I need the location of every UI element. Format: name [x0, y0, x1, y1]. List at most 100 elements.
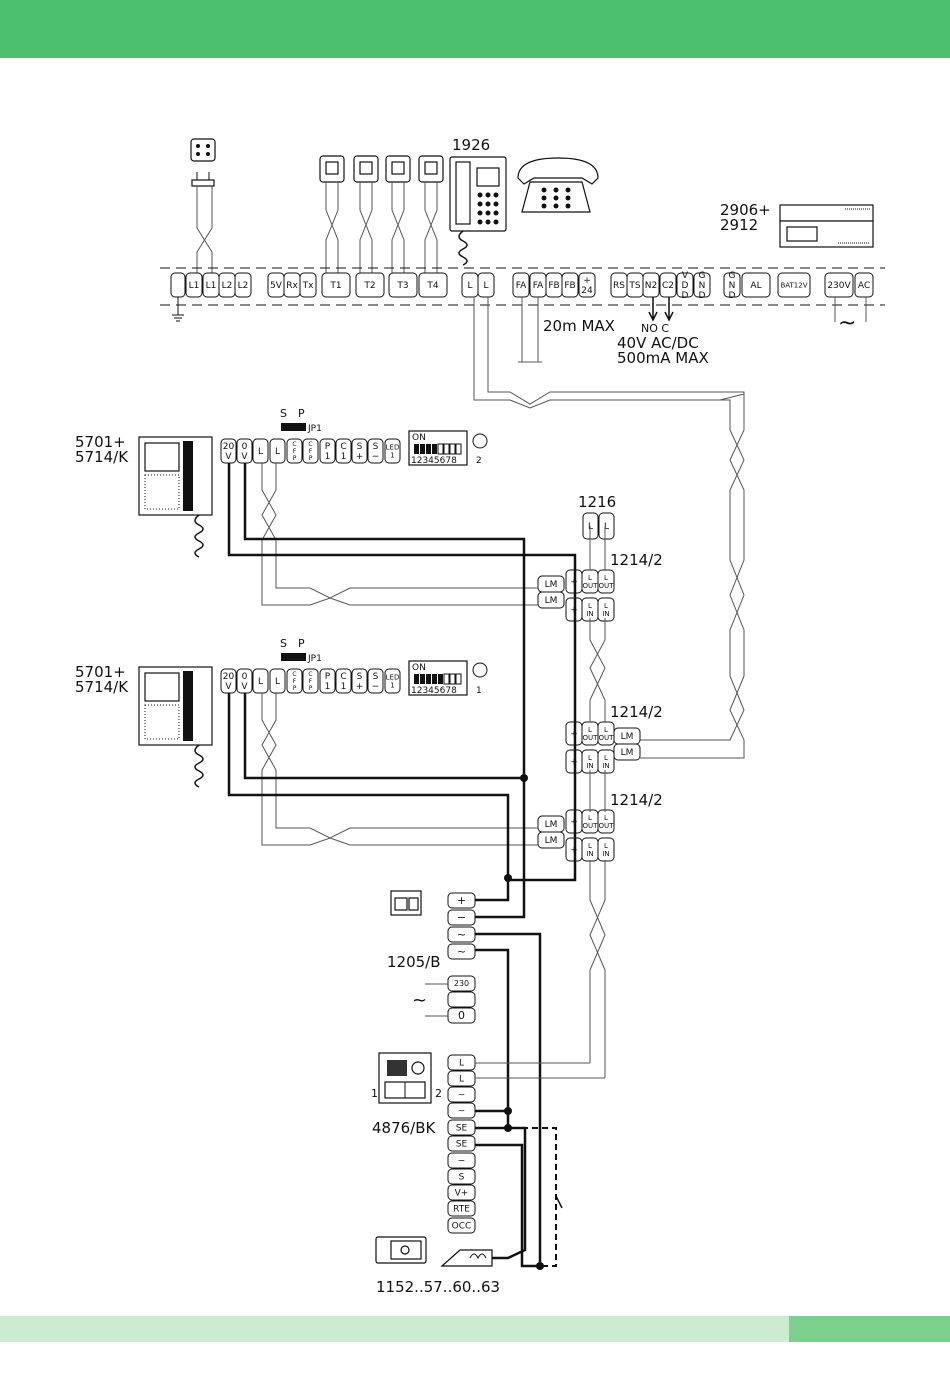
svg-text:D: D	[682, 291, 689, 301]
svg-text:5V: 5V	[270, 281, 283, 291]
svg-text:L: L	[275, 447, 280, 457]
svg-text:AC: AC	[858, 281, 870, 291]
svg-text:0: 0	[242, 672, 248, 682]
terminal-fb-15: FB	[545, 272, 563, 298]
mon-terminal-2: L	[252, 438, 269, 464]
ac-symbol: ~	[838, 311, 856, 336]
svg-text:L: L	[604, 522, 609, 532]
svg-text:230V: 230V	[827, 281, 851, 291]
splitter-lin-b: LIN	[597, 597, 615, 622]
svg-text:P: P	[309, 685, 313, 692]
svg-text:AL: AL	[750, 281, 761, 291]
svg-text:P: P	[325, 442, 331, 452]
label-monitor1-a: 5701+	[75, 433, 126, 451]
svg-text:S: S	[357, 672, 363, 682]
mon-terminal-7: C1	[335, 668, 352, 694]
svg-text:L: L	[483, 281, 488, 291]
panel-left: 1	[371, 1087, 378, 1100]
mon-terminal-1: 0V	[236, 668, 253, 694]
mon-terminal-5: CFP	[302, 438, 319, 464]
svg-text:T1: T1	[329, 281, 341, 291]
svg-text:C: C	[340, 442, 346, 452]
svg-text:+: +	[583, 276, 591, 286]
terminal-t1-7: T1	[321, 272, 351, 298]
label-20m: 20m MAX	[543, 317, 615, 335]
svg-text:+: +	[457, 894, 466, 907]
svg-text:V: V	[241, 682, 248, 692]
svg-text:1: 1	[325, 452, 331, 462]
panel-right: 2	[435, 1087, 442, 1100]
terminal-l-11: L	[461, 272, 479, 298]
svg-text:LM: LM	[545, 580, 558, 590]
splitter-lin-b: LIN	[597, 749, 615, 774]
svg-text:V: V	[241, 452, 248, 462]
svg-text:P: P	[293, 455, 297, 462]
dip1-index: 2	[476, 456, 482, 466]
terminal-230v-27: 230V	[824, 272, 854, 298]
panel-terminal-2: ~	[447, 1086, 476, 1103]
mon-terminal-6: P1	[319, 438, 336, 464]
label-splitter-2: 1214/2	[610, 703, 663, 721]
svg-text:N: N	[699, 281, 706, 291]
label-lock: 1152..57..60..63	[376, 1278, 500, 1296]
svg-text:FB: FB	[564, 281, 575, 291]
splitter-lin-a: LIN	[581, 749, 599, 774]
mon-terminal-2: L	[252, 668, 269, 694]
svg-text:1: 1	[341, 452, 347, 462]
terminal-rx-5: Rx	[283, 272, 301, 298]
psu-terminal-3: ~	[447, 943, 476, 960]
terminal-l-12: L	[477, 272, 495, 298]
label-2906: 2906+	[720, 201, 771, 219]
label-monitor2-a: 5701+	[75, 663, 126, 681]
panel-terminal-1: L	[447, 1070, 476, 1087]
svg-text:OCC: OCC	[452, 1222, 472, 1232]
svg-text:0: 0	[458, 1009, 465, 1022]
svg-text:L2: L2	[238, 281, 249, 291]
mon-terminal-7: C1	[335, 438, 352, 464]
door-panel-icon	[378, 1052, 432, 1104]
mon-terminal-8: S+	[351, 668, 368, 694]
psu-terminal-2: ~	[447, 926, 476, 943]
dip2-numbers: 12345678	[411, 686, 457, 696]
svg-text:OUT: OUT	[599, 582, 615, 590]
label-2912: 2912	[720, 216, 758, 234]
distributor-l-2: L	[598, 512, 615, 540]
jumper-1-icon	[281, 423, 306, 431]
panel-terminal-6: −	[447, 1152, 476, 1169]
label-500ma: 500mA MAX	[617, 349, 709, 367]
svg-text:BAT12V: BAT12V	[780, 281, 807, 289]
terminal-tx-6: Tx	[299, 272, 317, 298]
mon-terminal-4: CFP	[286, 438, 303, 464]
svg-text:F: F	[293, 448, 297, 455]
svg-text:S: S	[373, 672, 379, 682]
svg-text:F: F	[293, 678, 297, 685]
panel-terminal-7: S	[447, 1168, 476, 1185]
psu-terminal-6: 0	[447, 1007, 476, 1024]
terminal-24-17: +24	[578, 272, 596, 298]
jumper-p-1: P	[298, 407, 305, 420]
terminal-fa-14: FA	[529, 272, 547, 298]
svg-text:OUT: OUT	[583, 582, 599, 590]
terminal-fa-13: FA	[512, 272, 530, 298]
jumper-name-2: JP1	[307, 654, 322, 664]
svg-text:L: L	[588, 814, 592, 822]
phone-socket-icon	[319, 155, 444, 183]
mon-terminal-9: S−	[367, 438, 384, 464]
svg-text:IN: IN	[586, 762, 593, 770]
mon-terminal-3: L	[269, 438, 286, 464]
svg-text:P: P	[293, 685, 297, 692]
splitter-lin-b: LIN	[597, 837, 615, 862]
terminal-ac-28: AC	[854, 272, 874, 298]
svg-text:Tx: Tx	[302, 281, 314, 291]
svg-text:−: −	[372, 452, 380, 462]
terminal-n2-20: N2	[642, 272, 660, 298]
svg-text:LM: LM	[621, 732, 634, 742]
panel-terminal-0: L	[447, 1054, 476, 1071]
svg-text:~: ~	[458, 1107, 466, 1117]
power-supply-2906-icon	[779, 204, 874, 248]
